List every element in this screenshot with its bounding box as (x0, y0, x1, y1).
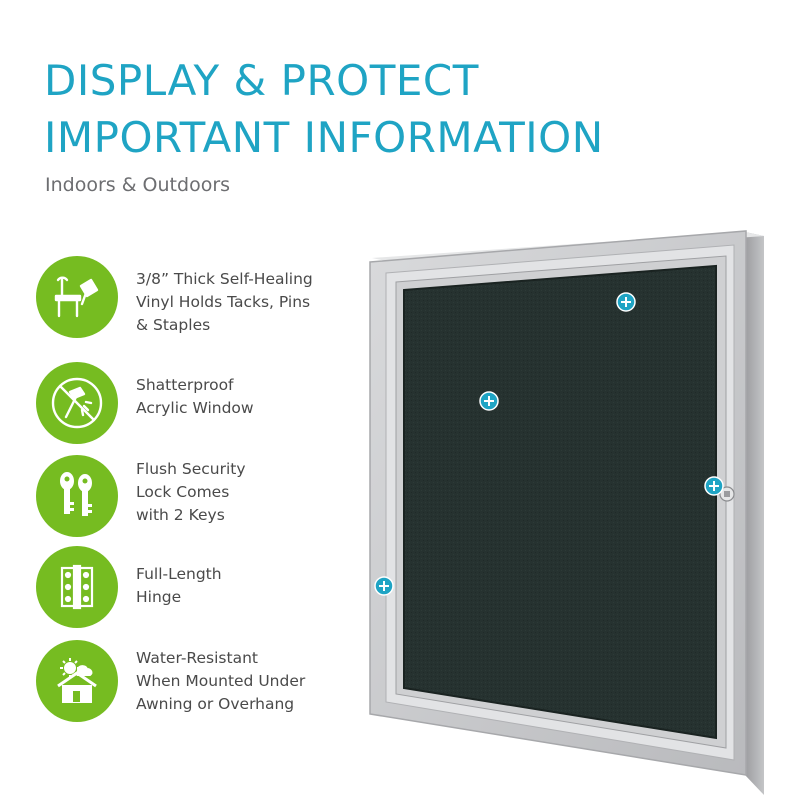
feature-text-water: Water-Resistant When Mounted Under Awnin… (136, 647, 305, 716)
feature-line: 3/8” Thick Self-Healing (136, 270, 313, 288)
plus-marker-acrylic[interactable] (479, 391, 499, 411)
title-line-2: IMPORTANT INFORMATION (44, 113, 604, 162)
feature-line: Awning or Overhang (136, 695, 295, 713)
feature-text-acrylic: Shatterproof Acrylic Window (136, 374, 254, 420)
page-title: DISPLAY & PROTECT IMPORTANT INFORMATION (44, 52, 604, 166)
subtitle: Indoors & Outdoors (45, 174, 231, 196)
feature-line: When Mounted Under (136, 672, 306, 690)
feature-line: with 2 Keys (136, 506, 225, 524)
feature-line: & Staples (136, 316, 211, 334)
feature-text-vinyl: 3/8” Thick Self-Healing Vinyl Holds Tack… (136, 268, 313, 337)
vinyl-board-surface (404, 266, 716, 738)
keys-icon (36, 455, 118, 537)
house-weather-icon (36, 640, 118, 722)
plus-marker-vinyl[interactable] (616, 292, 636, 312)
plus-marker-lock[interactable] (704, 476, 724, 496)
feature-line: Hinge (136, 588, 182, 606)
feature-line: Acrylic Window (136, 399, 254, 417)
hinge-icon (36, 546, 118, 628)
feature-line: Flush Security (136, 460, 246, 478)
feature-line: Shatterproof (136, 376, 234, 394)
feature-line: Lock Comes (136, 483, 230, 501)
feature-line: Full-Length (136, 565, 222, 583)
title-line-1: DISPLAY & PROTECT (44, 56, 479, 105)
feature-text-lock: Flush Security Lock Comes with 2 Keys (136, 458, 246, 527)
feature-line: Vinyl Holds Tacks, Pins (136, 293, 311, 311)
push-pin-board-icon (36, 256, 118, 338)
no-hammer-icon (36, 362, 118, 444)
feature-line: Water-Resistant (136, 649, 258, 667)
feature-text-hinge: Full-Length Hinge (136, 563, 222, 609)
plus-marker-hinge[interactable] (374, 576, 394, 596)
